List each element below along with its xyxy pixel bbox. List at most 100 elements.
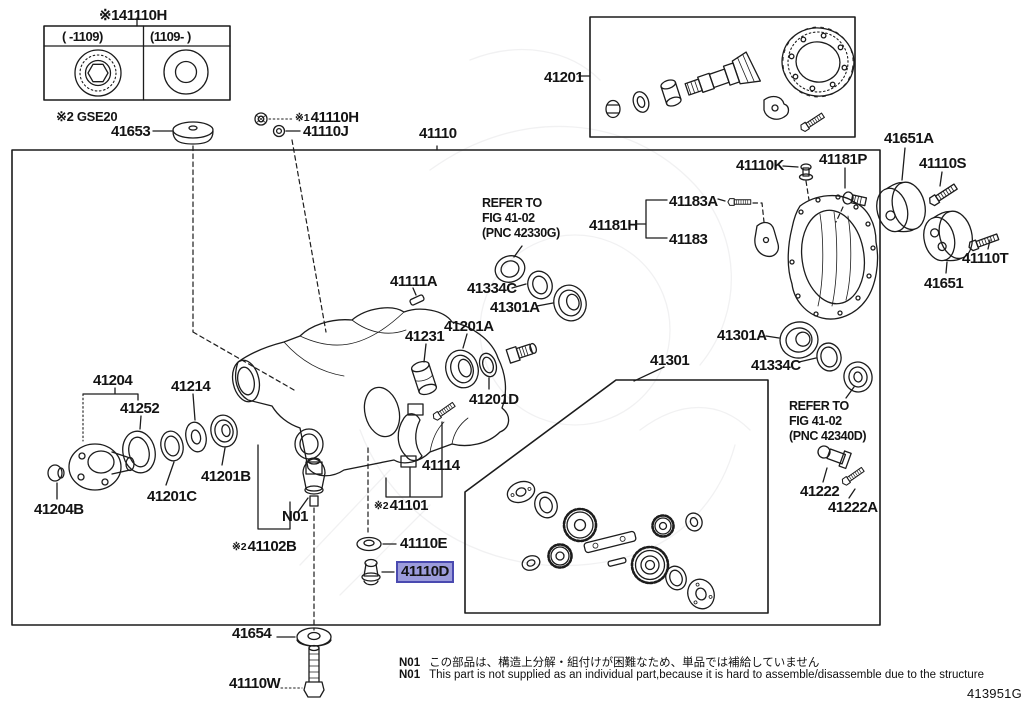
- inset-table: [43, 17, 231, 101]
- washer-41201d-drawing: [478, 352, 498, 390]
- washer-41110j-drawing: [272, 124, 301, 138]
- speed-sensor-41222-drawing: [817, 445, 852, 483]
- pinion-shaft-stub-drawing: [505, 342, 538, 364]
- pin-41111a-drawing: [409, 287, 425, 306]
- part-label-41110s[interactable]: 41110S: [919, 155, 967, 172]
- part-label-41651[interactable]: 41651: [924, 275, 964, 292]
- stud-41110d-drawing: [361, 558, 395, 586]
- breather-plug-41110k-drawing: [782, 163, 814, 201]
- inset-column-early: ( -1109): [62, 29, 103, 44]
- footnote-id-ja: N01: [399, 657, 421, 669]
- bolt-41110s-drawing: [926, 171, 959, 208]
- part-label-41110d-selected[interactable]: 41110D: [396, 561, 454, 583]
- inset-bearing-early-drawing: [74, 49, 122, 97]
- part-label-41181p[interactable]: 41181P: [819, 151, 867, 168]
- part-label-41110w[interactable]: 41110W: [229, 675, 281, 692]
- bearing-41201b-drawing: [210, 414, 238, 466]
- companion-flange-41204-drawing: [68, 443, 135, 491]
- refer-note-42340d: REFER TO FIG 41-02 (PNC 42340D): [789, 399, 867, 443]
- part-label-41334c-mid[interactable]: 41334C: [467, 280, 517, 297]
- part-label-41110e[interactable]: 41110E: [400, 535, 448, 552]
- part-label-41102b[interactable]: ※241102B: [232, 538, 297, 555]
- applicability-note: ※2 GSE20: [56, 109, 118, 124]
- bolt-41222a-drawing: [840, 465, 866, 499]
- washer-41654-drawing: [276, 627, 332, 647]
- rear-cover-drawing: [787, 194, 879, 320]
- washer-41110e-drawing: [356, 536, 397, 552]
- plug-41204b-drawing: [47, 464, 65, 500]
- bearing-cap-41114-drawing: [397, 403, 424, 468]
- sensor-bolt-41181p-drawing: [835, 167, 868, 223]
- part-label-41301[interactable]: 41301: [650, 352, 690, 369]
- part-label-41111a[interactable]: 41111A: [390, 273, 438, 290]
- part-label-41222a[interactable]: 41222A: [828, 499, 878, 516]
- mount-cushion-41651a-drawing: [876, 147, 926, 233]
- footnote-id-en: N01: [399, 669, 421, 681]
- part-label-41231[interactable]: 41231: [405, 328, 445, 345]
- bolt-41110w-drawing: [280, 644, 325, 698]
- differential-case-box: [464, 379, 769, 614]
- bolt-41183a-drawing: [717, 198, 765, 223]
- seal-41201c-drawing: [160, 430, 184, 486]
- bearing-41301a-mid-drawing: [536, 284, 587, 322]
- bracket-41102b-lines: [257, 444, 291, 530]
- bracket-41181h-lines: [636, 199, 668, 239]
- gasket-41183-drawing: [754, 221, 780, 258]
- spacer-41231-drawing: [410, 343, 438, 396]
- part-label-41110[interactable]: 41110: [419, 125, 457, 142]
- inset-column-late: (1109- ): [150, 29, 191, 44]
- differential-case-internals-drawing: [506, 366, 715, 610]
- bracket-41204-lines: [82, 387, 139, 442]
- part-label-41183a[interactable]: 41183A: [669, 193, 718, 210]
- pinion-subassembly-box: [589, 16, 856, 138]
- part-label-41204[interactable]: 41204: [93, 372, 133, 389]
- part-label-41201a[interactable]: 41201A: [444, 318, 494, 335]
- refer-note-42330g: REFER TO FIG 41-02 (PNC 42330G): [482, 196, 560, 240]
- part-label-41252[interactable]: 41252: [120, 400, 160, 417]
- part-label-41183[interactable]: 41183: [669, 231, 708, 248]
- part-label-41181h[interactable]: 41181H: [589, 217, 638, 234]
- washer-41214-drawing: [185, 393, 207, 453]
- oil-seal-41252-drawing: [122, 415, 156, 474]
- part-label-41222[interactable]: 41222: [800, 483, 840, 500]
- part-label-41201c[interactable]: 41201C: [147, 488, 197, 505]
- part-label-41114[interactable]: 41114: [422, 457, 460, 474]
- note1-marker: ※1: [99, 7, 119, 24]
- part-label-41653[interactable]: 41653: [111, 123, 151, 140]
- part-label-41334c-right[interactable]: 41334C: [751, 357, 801, 374]
- part-label-41201d[interactable]: 41201D: [469, 391, 519, 408]
- part-label-41110k[interactable]: 41110K: [736, 157, 784, 174]
- part-label-41214[interactable]: 41214: [171, 378, 211, 395]
- ring-41334c-mid-drawing: [527, 270, 553, 300]
- bolt-41110h-drawing: [254, 112, 294, 126]
- inset-title: ※141110H: [99, 7, 167, 24]
- bolt-41110t-drawing: [966, 231, 1000, 253]
- plug-41653-drawing: [152, 121, 214, 145]
- part-label-41301a-mid[interactable]: 41301A: [490, 299, 540, 316]
- inset-bearing-late-drawing: [163, 49, 209, 95]
- part-label-41651a[interactable]: 41651A: [884, 130, 934, 147]
- part-label-41101[interactable]: ※241101: [374, 497, 429, 514]
- cap-bolt-drawing: [431, 400, 457, 422]
- part-label-41201[interactable]: 41201: [544, 69, 584, 86]
- part-label-41110j[interactable]: 41110J: [303, 123, 349, 140]
- main-assembly-box: [11, 149, 881, 626]
- bracket-41101-lines: [385, 421, 443, 498]
- part-label-41301a-right[interactable]: 41301A: [717, 327, 767, 344]
- side-oil-seal-drawing: [843, 361, 873, 399]
- part-label-41204b[interactable]: 41204B: [34, 501, 84, 518]
- stud-bushing-n01-drawing: [297, 457, 326, 513]
- drive-pinion-assembly-drawing: [578, 26, 855, 134]
- background-watermark: [299, 49, 751, 596]
- part-label-41110t[interactable]: 41110T: [962, 250, 1009, 267]
- part-label-41654[interactable]: 41654: [232, 625, 272, 642]
- part-label-41201b[interactable]: 41201B: [201, 468, 251, 485]
- part-label-41110h[interactable]: ※141110H: [295, 109, 359, 126]
- bearing-41201a-drawing: [445, 333, 479, 389]
- bearing-41301a-right-drawing: [765, 321, 819, 359]
- oil-seal-41334c-drawing: [494, 245, 527, 289]
